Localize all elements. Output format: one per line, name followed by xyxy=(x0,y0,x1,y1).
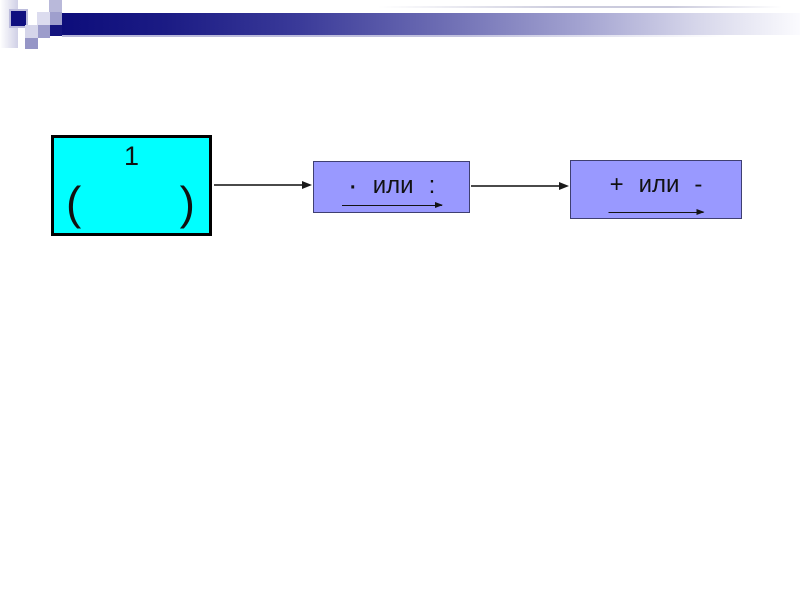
left-to-right-arrow-icon xyxy=(608,209,705,215)
plus-sign: + xyxy=(609,171,624,198)
multiply-divide-label: · или : xyxy=(314,168,469,202)
step-multiply-divide-box: · или : xyxy=(313,161,470,213)
flow-connector-arrow-2 xyxy=(471,181,569,190)
step-parentheses-box: 1 ( ) xyxy=(51,135,212,236)
deco-square xyxy=(25,25,38,38)
or-word: или xyxy=(638,171,680,198)
multiply-dot-sign: · xyxy=(347,168,358,202)
step-add-subtract-box: + или - xyxy=(570,160,742,219)
open-paren: ( xyxy=(66,177,82,229)
deco-thin-line xyxy=(378,6,782,8)
deco-square xyxy=(49,0,62,13)
deco-square xyxy=(38,25,50,38)
left-to-right-arrow-icon xyxy=(341,202,443,208)
deco-square xyxy=(50,12,62,26)
divide-colon-sign: : xyxy=(428,172,436,199)
deco-square xyxy=(11,11,26,26)
step-number: 1 xyxy=(123,141,140,171)
header-bar xyxy=(62,13,800,37)
or-word: или xyxy=(372,172,414,199)
flow-connector-arrow-1 xyxy=(214,180,312,189)
deco-square xyxy=(50,25,62,36)
minus-sign: - xyxy=(694,171,703,198)
add-subtract-label: + или - xyxy=(571,171,741,199)
close-paren: ) xyxy=(179,177,195,229)
deco-square xyxy=(25,38,38,49)
deco-square xyxy=(37,12,50,26)
